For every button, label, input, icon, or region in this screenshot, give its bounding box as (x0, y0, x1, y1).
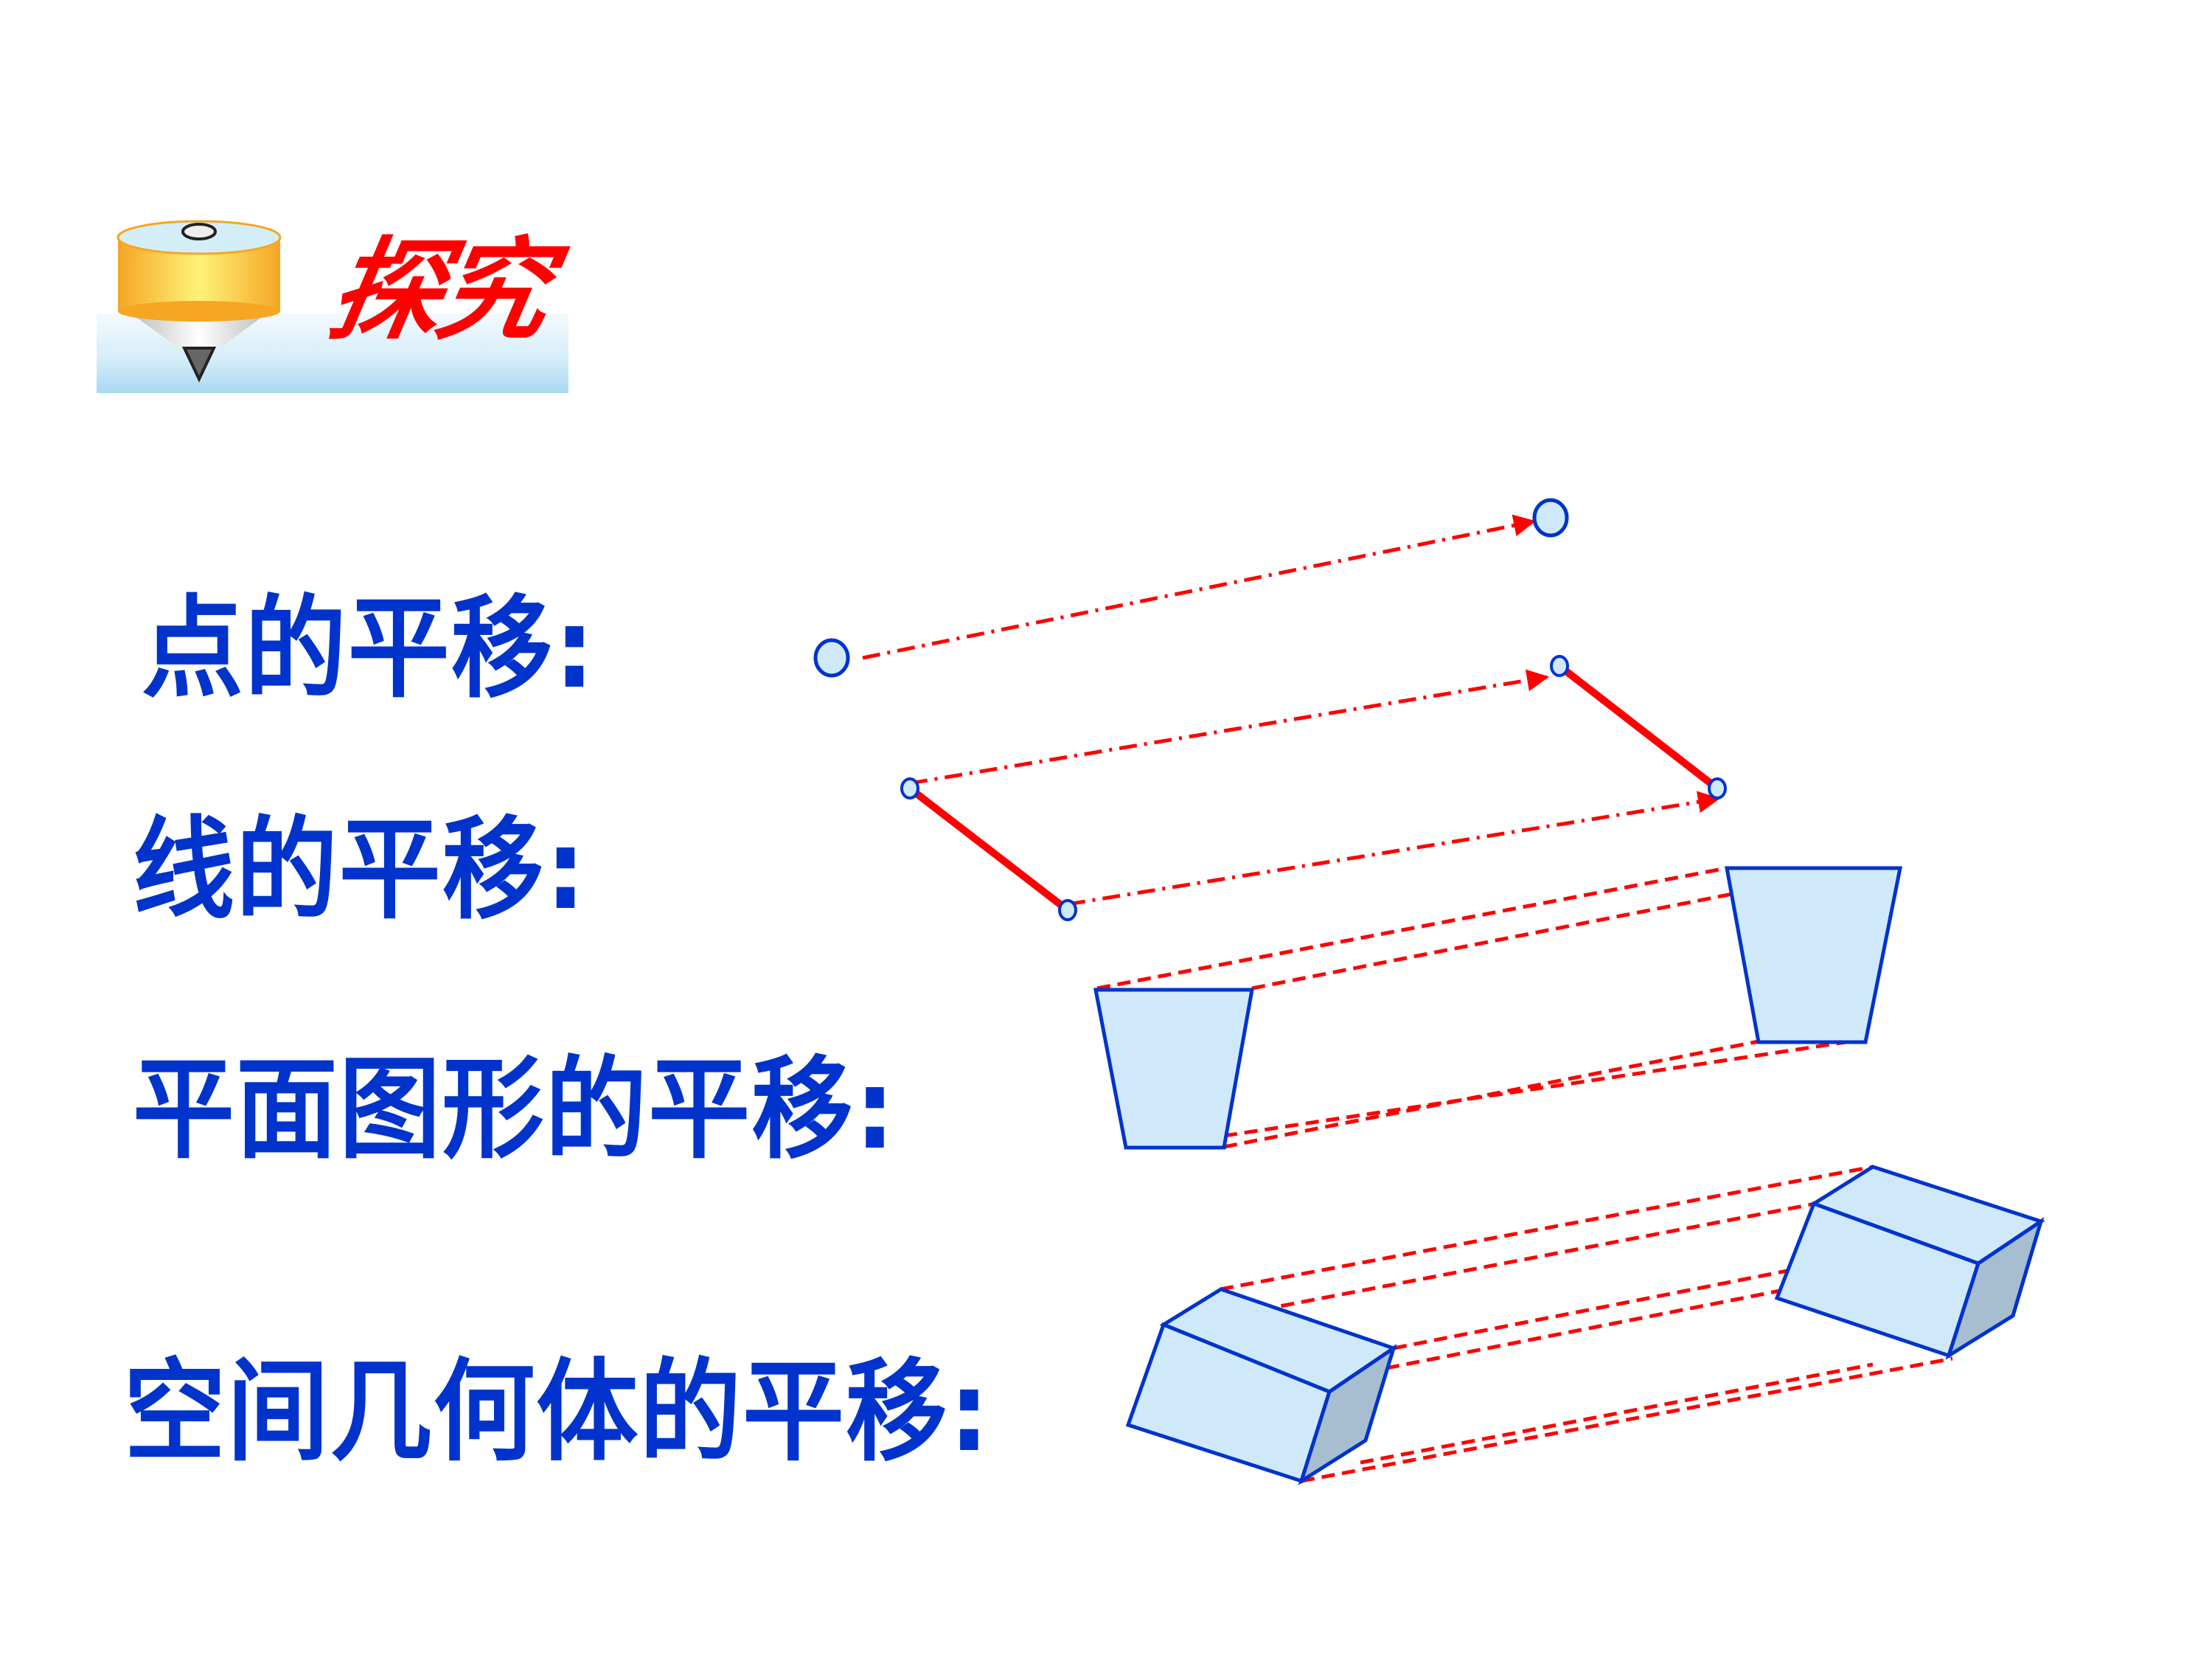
point-translation (813, 498, 1569, 678)
point-end (1532, 498, 1569, 538)
plane-figure-translation (1093, 866, 1903, 1150)
label-point-translation: 点的平移: (142, 585, 597, 713)
line-translation (900, 655, 1727, 921)
point-start (813, 638, 850, 678)
label-line-translation: 线的平移: (133, 806, 588, 934)
label-solid-translation: 空间几何体的平移: (124, 1348, 991, 1477)
spinning-top-icon (116, 220, 282, 383)
label-plane-figure-translation: 平面图形的平移: (133, 1046, 897, 1174)
solid-translation (1125, 1165, 2045, 1485)
